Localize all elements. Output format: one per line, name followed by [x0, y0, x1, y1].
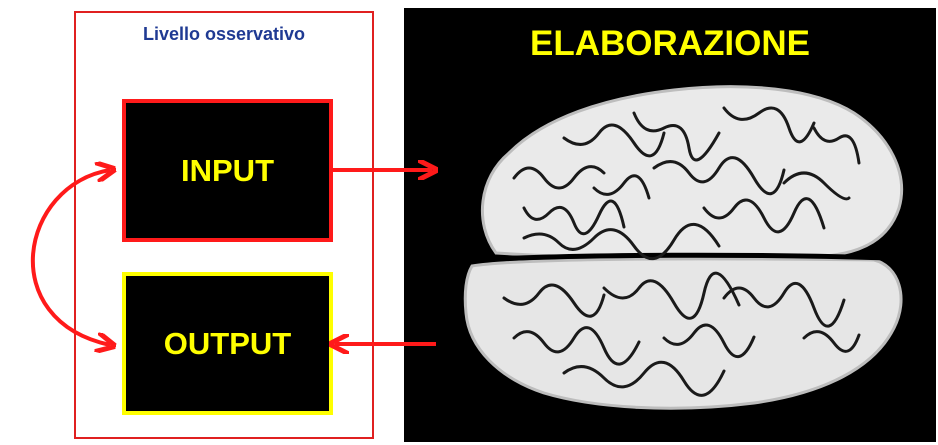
output-label: OUTPUT	[163, 325, 292, 361]
processing-title: ELABORAZIONE	[530, 24, 810, 63]
brain-lower-hemisphere	[463, 257, 903, 410]
input-label: INPUT	[181, 152, 274, 188]
input-box: INPUT	[122, 99, 333, 242]
output-box: OUTPUT	[122, 272, 333, 415]
brain-gyri	[502, 106, 861, 397]
feedback-loop-arrow	[30, 170, 110, 345]
observational-level-title: Livello osservativo	[142, 24, 306, 44]
processing-panel: ELABORAZIONE	[404, 8, 936, 442]
brain-image	[463, 85, 904, 410]
